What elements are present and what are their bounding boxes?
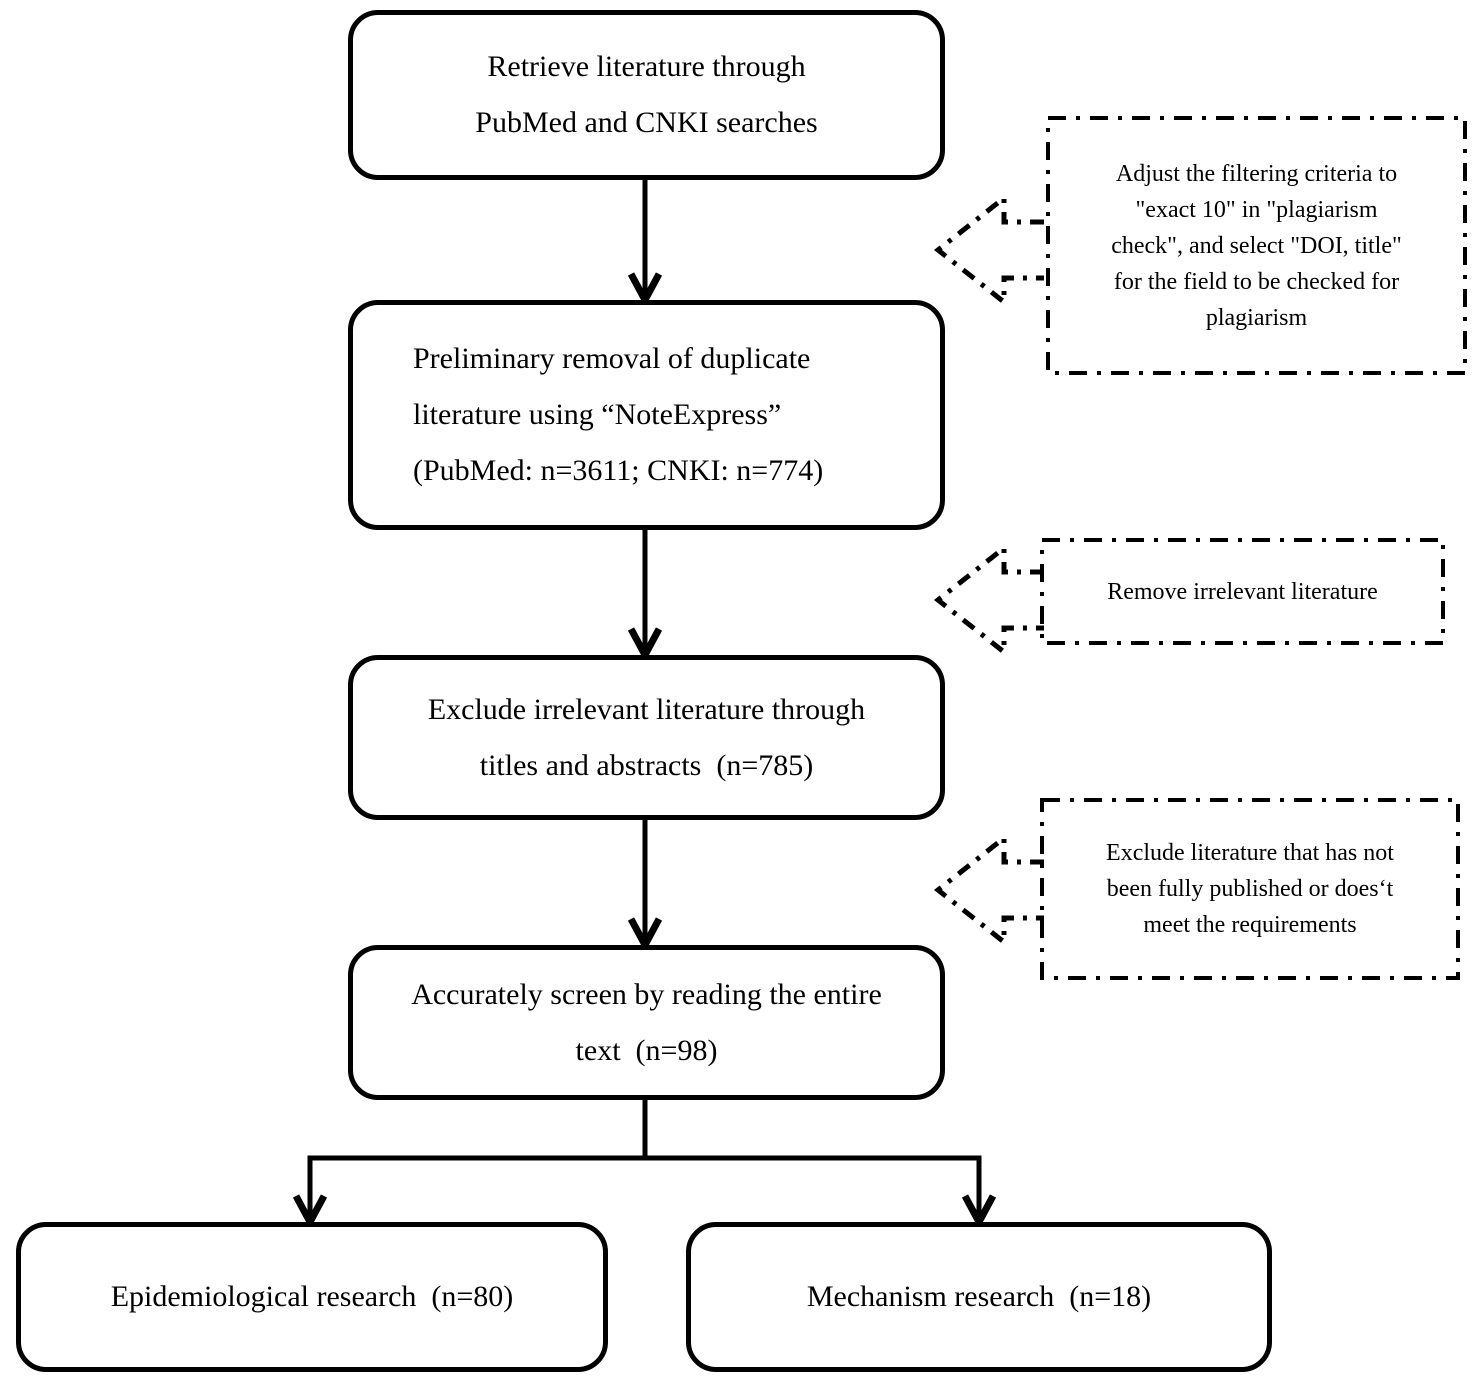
text-line: text (n=98) xyxy=(575,1033,718,1067)
text-line: meet the requirements xyxy=(1143,912,1357,938)
flow-box-dedupe: Preliminary removal of duplicate literat… xyxy=(348,300,945,530)
text-line: Exclude literature that has not xyxy=(1106,840,1394,866)
text-line: Accurately screen by reading the entire xyxy=(411,977,882,1011)
annotation-border xyxy=(1040,798,1460,980)
text-line: check", and select "DOI, title" xyxy=(1111,232,1402,259)
flow-box-mechanism-research: Mechanism research (n=18) xyxy=(686,1222,1272,1372)
text-line: plagiarism xyxy=(1205,304,1308,331)
text-line: been fully published or does‘t xyxy=(1106,876,1394,902)
note-exclude-unpublished: Exclude literature that has not been ful… xyxy=(1052,800,1448,978)
note-adjust-filter: Adjust the filtering criteria to "exact … xyxy=(1058,118,1455,373)
note-remove-irrelevant: Remove irrelevant literature xyxy=(1052,540,1433,643)
text-line: (PubMed: n=3611; CNKI: n=774) xyxy=(413,454,824,487)
text-line: titles and abstracts (n=785) xyxy=(479,748,814,782)
text-line: Retrieve literature through xyxy=(487,50,806,83)
text-line: Adjust the filtering criteria to xyxy=(1115,160,1398,187)
text-line: Mechanism research (n=18) xyxy=(806,1280,1152,1313)
text-line: for the field to be checked for xyxy=(1113,268,1400,295)
text-line: Epidemiological research (n=80) xyxy=(110,1280,514,1313)
dashed-left-arrow-icon xyxy=(933,542,1044,658)
text-line: Preliminary removal of duplicate xyxy=(413,342,811,375)
text-line: Remove irrelevant literature xyxy=(1107,578,1378,605)
text-line: literature using “NoteExpress” xyxy=(413,398,782,431)
text-line: Exclude irrelevant literature through xyxy=(427,692,866,726)
text-line: PubMed and CNKI searches xyxy=(475,106,818,139)
flow-box-epidemiological-research: Epidemiological research (n=80) xyxy=(16,1222,608,1372)
flow-box-fulltext-screen: Accurately screen by reading the entire … xyxy=(348,945,945,1100)
flow-box-title-abstract-screen: Exclude irrelevant literature through ti… xyxy=(348,655,945,820)
dashed-left-arrow-icon xyxy=(933,192,1044,308)
flow-box-retrieve: Retrieve literature through PubMed and C… xyxy=(348,10,945,180)
text-line: "exact 10" in "plagiarism xyxy=(1135,196,1378,223)
dashed-left-arrow-icon xyxy=(933,832,1044,948)
